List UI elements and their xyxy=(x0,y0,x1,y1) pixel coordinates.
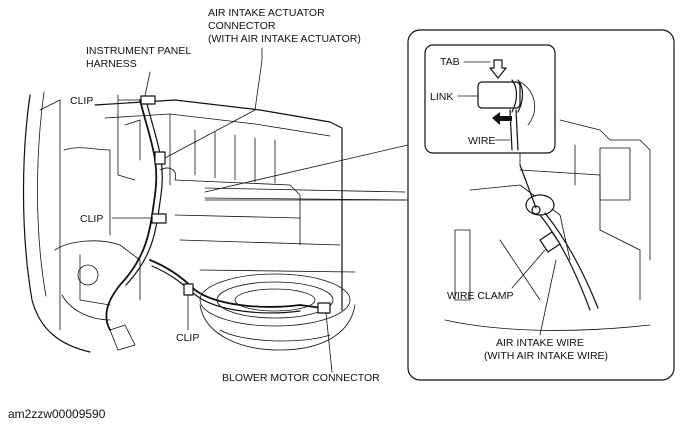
clip-middle-part xyxy=(151,213,167,224)
heater-unit-drawing xyxy=(22,91,406,353)
label-clip-middle: CLIP xyxy=(80,213,103,225)
label-wire: WIRE xyxy=(468,135,495,147)
blower-motor-connector-part xyxy=(317,302,331,314)
clip-lower-part xyxy=(183,283,194,296)
label-air-intake-wire: AIR INTAKE WIRE (WITH AIR INTAKE WIRE) xyxy=(484,337,608,362)
detail-inset xyxy=(204,29,675,381)
label-air-intake-actuator-connector: AIR INTAKE ACTUATOR CONNECTOR (WITH AIR … xyxy=(208,7,361,45)
clip-upper-part xyxy=(140,95,156,105)
label-wire-clamp: WIRE CLAMP xyxy=(447,290,514,302)
figure-code: am2zzw00009590 xyxy=(8,407,106,421)
label-clip-lower: CLIP xyxy=(176,332,199,344)
instrument-panel-harness xyxy=(105,99,323,331)
label-link: LINK xyxy=(430,91,453,103)
label-tab: TAB xyxy=(440,56,460,68)
air-intake-actuator-connector-part xyxy=(154,151,166,165)
leader-lines xyxy=(111,47,333,373)
label-clip-upper: CLIP xyxy=(70,95,93,107)
label-blower-motor-connector: BLOWER MOTOR CONNECTOR xyxy=(222,372,380,384)
label-instrument-panel-harness: INSTRUMENT PANEL HARNESS xyxy=(86,45,194,70)
